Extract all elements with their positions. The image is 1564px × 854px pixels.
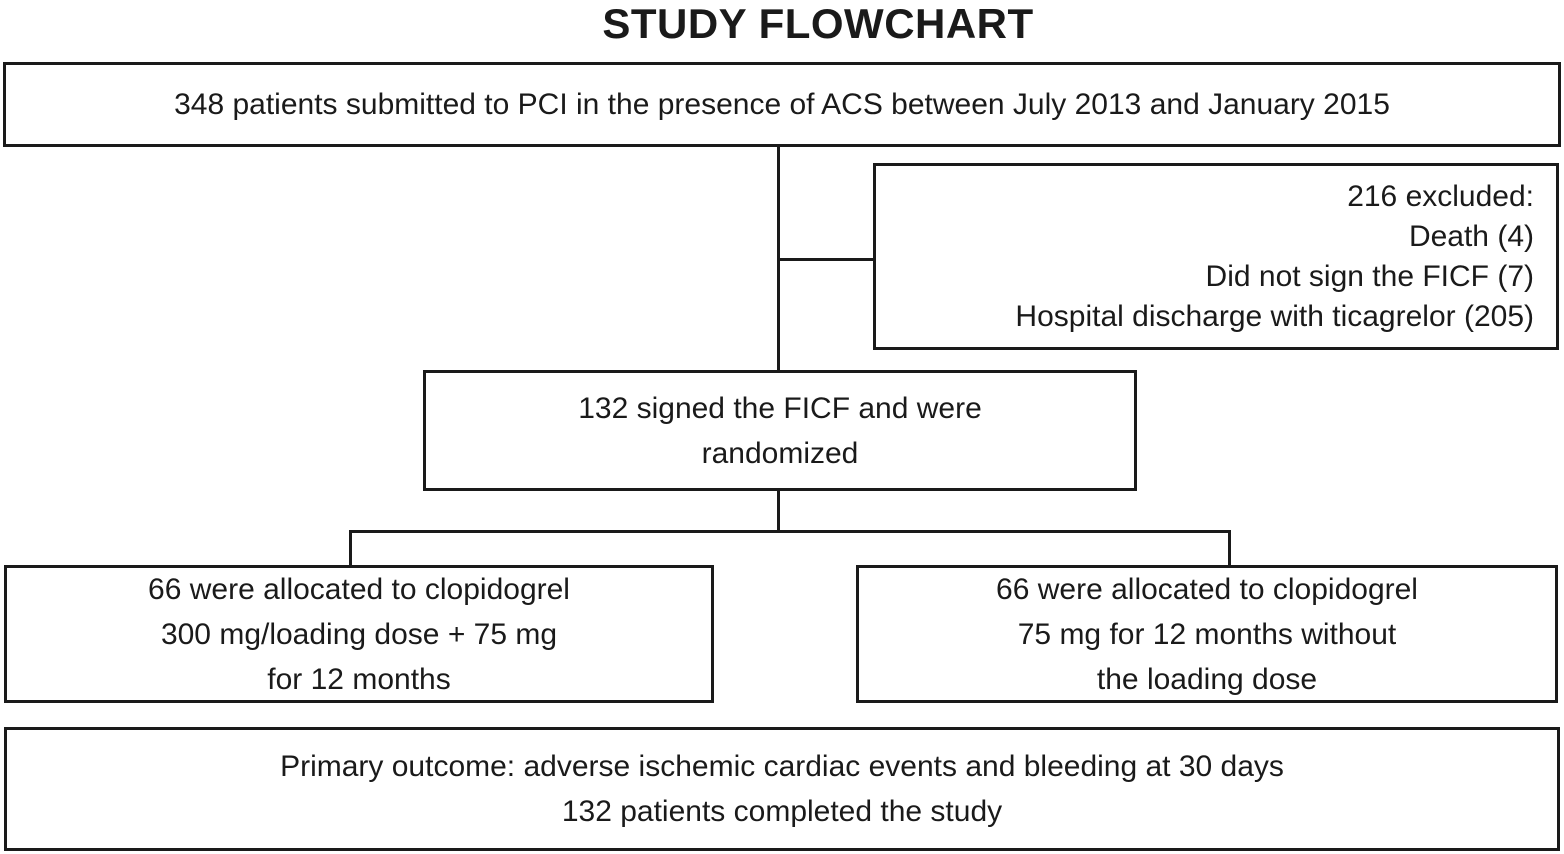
connector-right-arm-drop	[1228, 530, 1231, 568]
right-arm-line: the loading dose	[1096, 662, 1318, 696]
right-arm-line: 75 mg for 12 months without	[1017, 617, 1397, 651]
excluded-box: 216 excluded: Death (4) Did not sign the…	[873, 163, 1559, 350]
excluded-line: 216 excluded:	[1347, 179, 1534, 213]
connector-branch-horizontal	[349, 530, 1231, 533]
connector-to-excluded	[777, 258, 875, 261]
connector-randomized-to-branch	[777, 491, 780, 533]
right-arm-line: 66 were allocated to clopidogrel	[996, 572, 1418, 606]
outcome-box: Primary outcome: adverse ischemic cardia…	[4, 727, 1560, 851]
enrollment-text: 348 patients submitted to PCI in the pre…	[174, 88, 1390, 121]
outcome-line: 132 patients completed the study	[561, 795, 1003, 828]
flowchart-title: STUDY FLOWCHART	[602, 0, 1034, 47]
outcome-line: Primary outcome: adverse ischemic cardia…	[280, 750, 1284, 783]
randomized-box: 132 signed the FICF and were randomized	[423, 370, 1137, 491]
connector-left-arm-drop	[349, 530, 352, 568]
left-arm-line: 66 were allocated to clopidogrel	[148, 572, 570, 606]
randomized-line: 132 signed the FICF and were	[578, 391, 982, 425]
excluded-line: Did not sign the FICF (7)	[1205, 259, 1534, 293]
excluded-line: Death (4)	[1408, 219, 1534, 253]
left-arm-line: for 12 months	[267, 662, 451, 696]
left-arm-box: 66 were allocated to clopidogrel 300 mg/…	[4, 565, 714, 703]
enrollment-box: 348 patients submitted to PCI in the pre…	[3, 62, 1561, 147]
excluded-line: Hospital discharge with ticagrelor (205)	[1015, 299, 1534, 333]
randomized-line: randomized	[701, 436, 859, 470]
right-arm-box: 66 were allocated to clopidogrel 75 mg f…	[856, 565, 1558, 703]
left-arm-line: 300 mg/loading dose + 75 mg	[160, 617, 558, 651]
